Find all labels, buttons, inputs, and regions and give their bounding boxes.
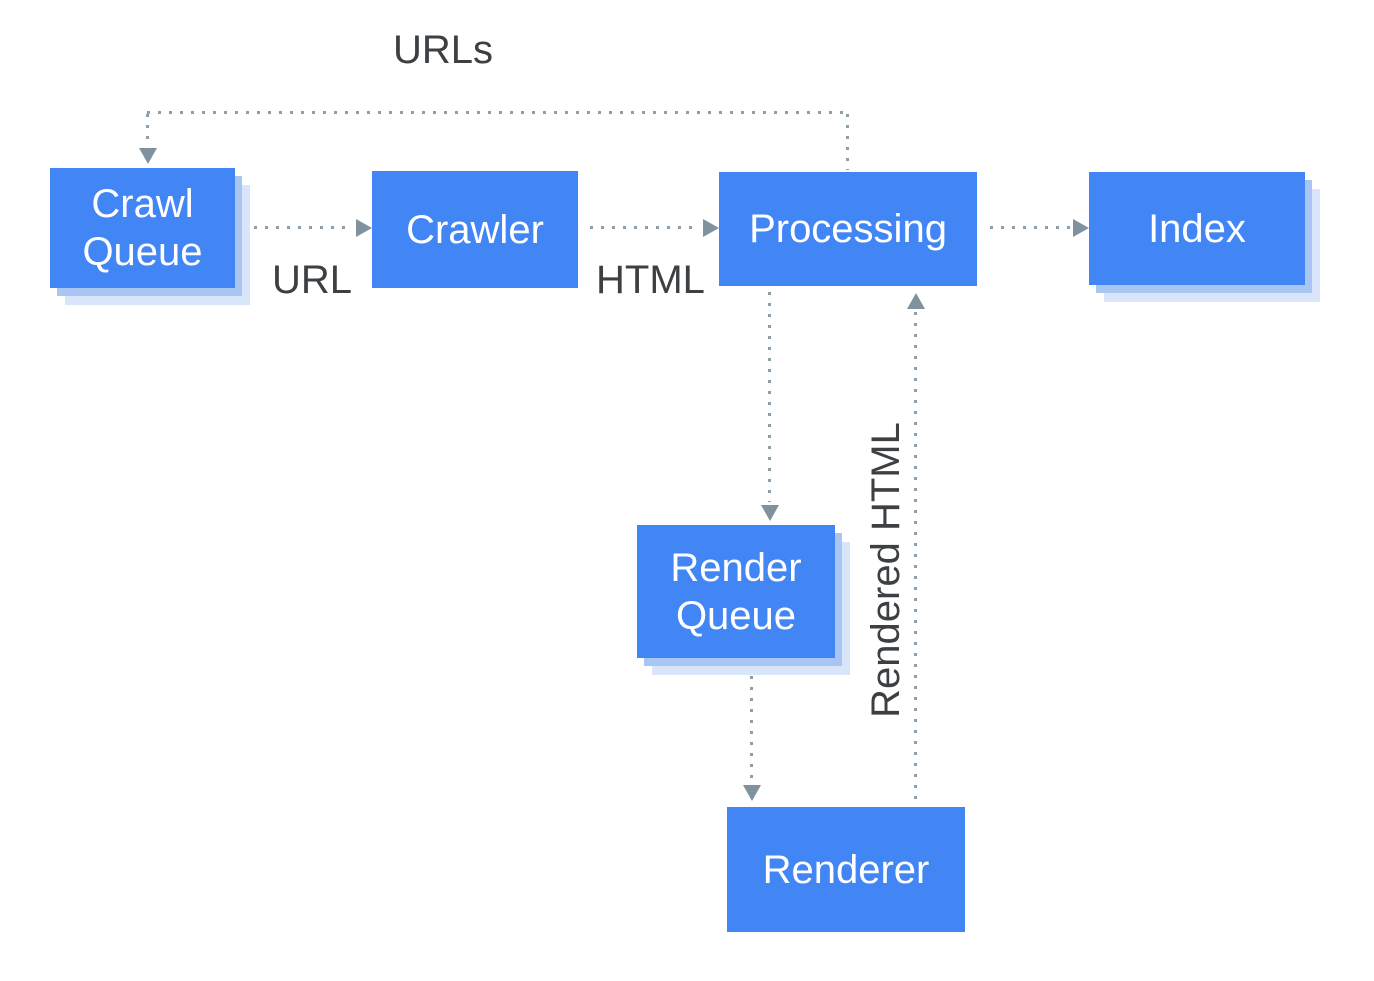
arrowhead-up-into-processing (907, 293, 925, 309)
node-crawler: Crawler (372, 171, 578, 288)
arrowhead-down-into-render-queue (761, 505, 779, 521)
connector-processing-to-crawl-queue-right-drop (846, 114, 849, 170)
arrowhead-down-into-renderer (743, 785, 761, 801)
connector-crawl-queue-to-crawler (243, 226, 353, 229)
arrowhead-right-into-processing (703, 219, 719, 237)
edge-label-html: HTML (596, 258, 705, 302)
connector-crawler-to-processing (590, 226, 700, 229)
arrowhead-right-into-index (1073, 219, 1089, 237)
edge-label-rendered-html: Rendered HTML (864, 422, 908, 718)
node-render-queue: Render Queue (637, 525, 835, 658)
connector-processing-to-crawl-queue-left-drop (146, 114, 149, 146)
connector-render-queue-to-renderer (750, 676, 753, 782)
node-crawl-queue: Crawl Queue (50, 168, 235, 288)
connector-processing-to-crawl-queue-horizontal (147, 111, 849, 114)
node-renderer: Renderer (727, 807, 965, 932)
arrowhead-right-into-crawler (356, 219, 372, 237)
connector-processing-to-index (990, 226, 1070, 229)
arrowhead-down-into-crawl-queue (139, 148, 157, 164)
edge-label-urls: URLs (393, 28, 494, 72)
edge-label-url: URL (272, 258, 353, 302)
connector-renderer-to-processing (914, 312, 917, 806)
node-index: Index (1089, 172, 1305, 285)
node-processing: Processing (719, 172, 977, 286)
connector-processing-to-render-queue (768, 292, 771, 502)
